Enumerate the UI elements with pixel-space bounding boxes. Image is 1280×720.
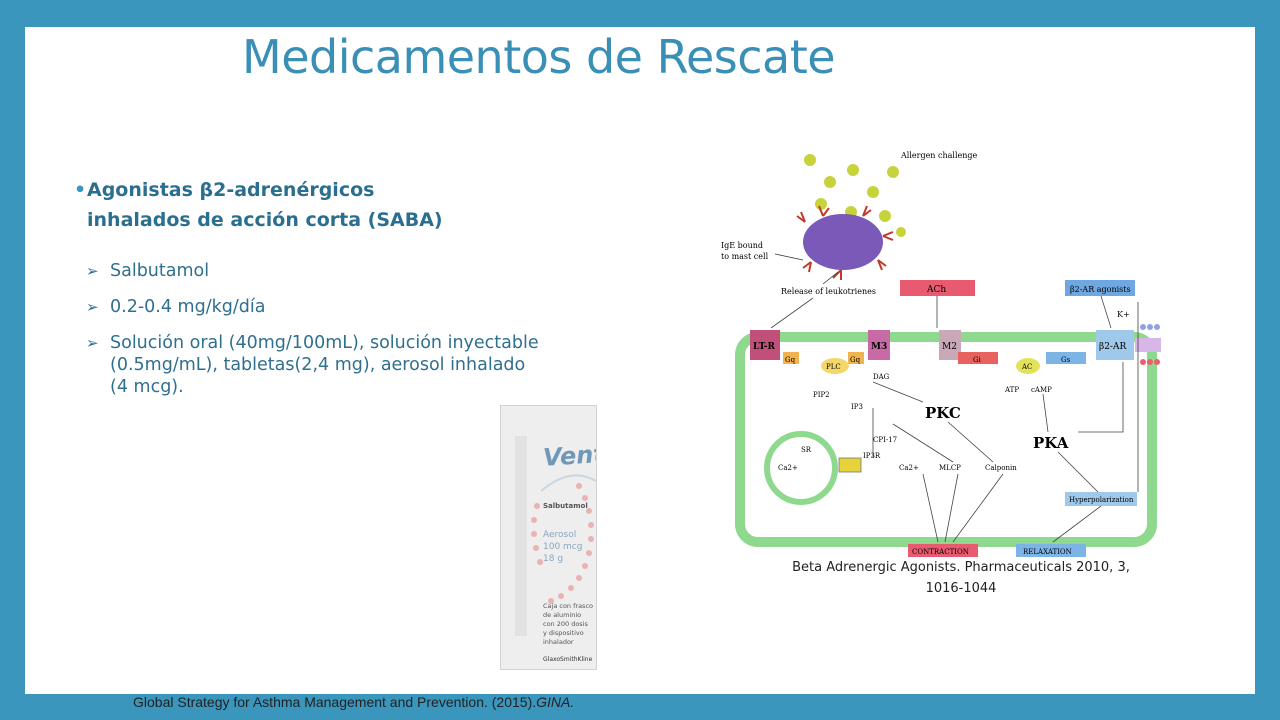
svg-text:Calponin: Calponin xyxy=(985,464,1017,472)
product-weight: 18 g xyxy=(543,554,564,564)
list-item: ➢ Salbutamol xyxy=(86,261,210,281)
svg-text:β2-AR agonists: β2-AR agonists xyxy=(1070,285,1131,294)
svg-text:RELAXATION: RELAXATION xyxy=(1023,548,1072,556)
arrow-bullet-icon: ➢ xyxy=(86,298,99,316)
product-generic: Salbutamol xyxy=(543,502,588,510)
svg-text:Hyperpolarization: Hyperpolarization xyxy=(1069,496,1134,504)
sr-organelle xyxy=(764,431,838,505)
svg-text:AC: AC xyxy=(1021,363,1032,371)
svg-text:Gi: Gi xyxy=(973,356,982,364)
svg-text:PLC: PLC xyxy=(826,363,841,371)
ltr-receptor xyxy=(750,330,780,360)
contraction-box xyxy=(908,544,978,557)
ventolin-product-image: Ventolin Salbutamol Aerosol 100 mcg 18 g… xyxy=(500,405,597,670)
agonist-box xyxy=(1065,280,1135,296)
hyperpolarization-box xyxy=(1065,492,1137,506)
decorative-dots-icon xyxy=(515,436,596,636)
svg-text:M3: M3 xyxy=(871,342,887,352)
cell-membrane xyxy=(735,332,1157,547)
svg-text:Gq: Gq xyxy=(850,356,861,364)
svg-text:K+: K+ xyxy=(1117,310,1130,319)
svg-text:ACh: ACh xyxy=(926,285,946,295)
svg-text:LT-R: LT-R xyxy=(753,342,776,352)
footer-reference: Global Strategy for Asthma Management an… xyxy=(133,694,575,710)
relaxation-box xyxy=(1016,544,1086,557)
bullet-dot-icon: • xyxy=(74,179,87,201)
list-item: ➢ 0.2-0.4 mg/kg/día xyxy=(86,297,266,317)
svg-text:CONTRACTION: CONTRACTION xyxy=(912,548,969,556)
ach-box xyxy=(900,280,975,296)
m3-receptor xyxy=(868,330,890,360)
svg-text:IP3: IP3 xyxy=(851,403,863,411)
svg-text:PIP2: PIP2 xyxy=(813,391,830,399)
product-dose: 100 mcg xyxy=(543,542,583,552)
svg-text:Gq: Gq xyxy=(785,356,796,364)
arrow-bullet-icon: ➢ xyxy=(86,262,99,280)
product-desc: Caja con frasco de aluminio con 200 dosi… xyxy=(543,602,593,646)
list-item: ➢ Solución oral (40mg/100mL), solución i… xyxy=(86,333,539,397)
diagram-caption: Beta Adrenergic Agonists. Pharmaceutical… xyxy=(792,560,1130,596)
product-form: Aerosol xyxy=(543,530,577,540)
svg-text:DAG: DAG xyxy=(873,373,890,381)
svg-text:MLCP: MLCP xyxy=(939,464,961,472)
svg-text:Ca2+: Ca2+ xyxy=(899,464,919,472)
page-title: Medicamentos de Rescate xyxy=(242,30,836,84)
allergen-particles xyxy=(804,154,906,237)
signaling-diagram: Allergen challenge IgE bound to mast cel… xyxy=(721,151,1161,557)
svg-text:ATP: ATP xyxy=(1004,386,1019,394)
svg-text:cAMP: cAMP xyxy=(1031,386,1052,394)
svg-text:SR: SR xyxy=(801,446,812,454)
m2-receptor xyxy=(939,330,961,360)
svg-text:PKA: PKA xyxy=(1033,434,1069,452)
svg-text:IP3R: IP3R xyxy=(863,452,881,460)
svg-text:PKC: PKC xyxy=(925,404,961,422)
svg-text:Release of leukotrienes: Release of leukotrienes xyxy=(781,287,876,296)
svg-text:Ca2+: Ca2+ xyxy=(778,464,798,472)
svg-text:to mast cell: to mast cell xyxy=(721,252,769,261)
svg-text:M2: M2 xyxy=(942,342,957,352)
product-maker: GlaxoSmithKline xyxy=(543,656,593,663)
main-bullet: • Agonistas β2-adrenérgicos inhalados de… xyxy=(74,175,557,235)
svg-text:CPI-17: CPI-17 xyxy=(873,436,897,444)
mast-cell-icon xyxy=(803,214,883,270)
svg-text:IgE bound: IgE bound xyxy=(721,241,763,250)
arrow-bullet-icon: ➢ xyxy=(86,334,99,352)
b2ar-receptor xyxy=(1096,330,1134,360)
diagram-label: Allergen challenge xyxy=(900,151,978,160)
bullet-line-1: Agonistas β2-adrenérgicos xyxy=(87,179,375,201)
sub-list: ➢ Salbutamol ➢ 0.2-0.4 mg/kg/día ➢ Soluc… xyxy=(86,260,546,412)
svg-text:β2-AR: β2-AR xyxy=(1099,342,1126,352)
svg-text:Gs: Gs xyxy=(1061,356,1071,364)
bullet-line-2: inhalados de acción corta (SABA) xyxy=(87,209,443,231)
